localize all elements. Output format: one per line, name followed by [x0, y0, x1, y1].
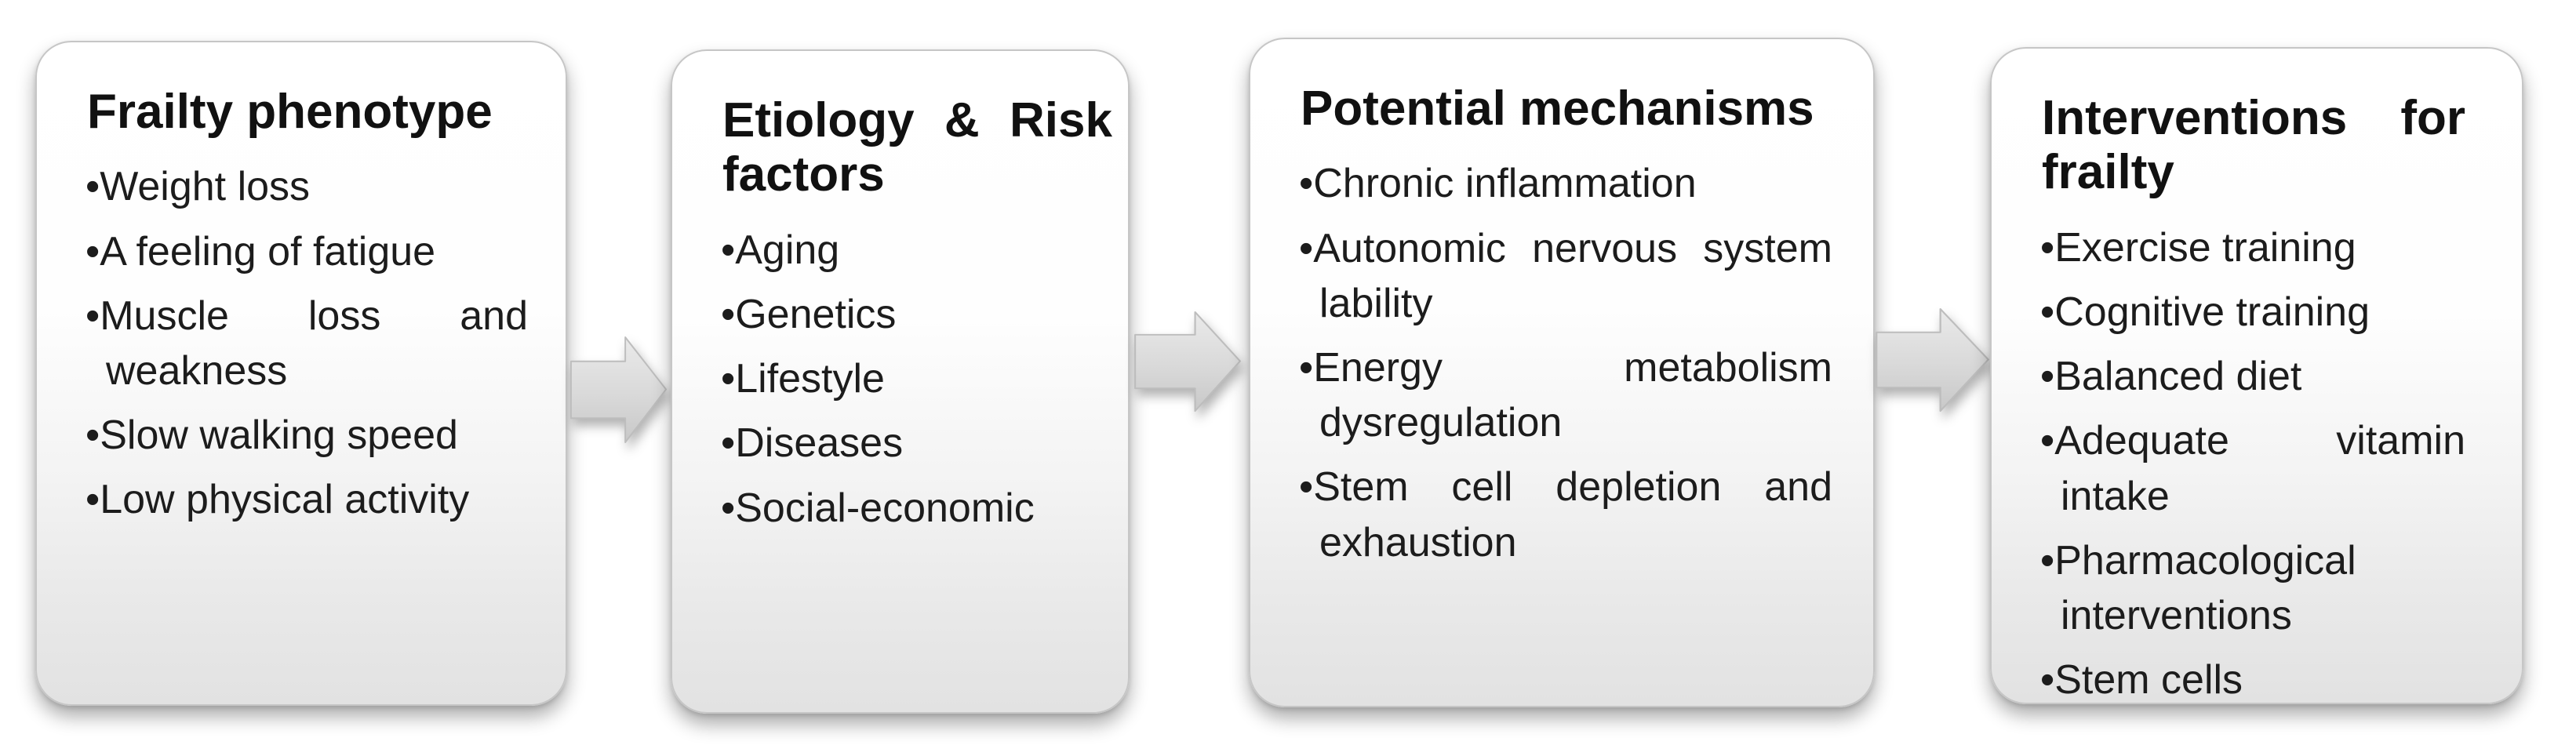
box-etiology-risk-factors: Etiology & Risk factors AgingGeneticsLif…	[671, 49, 1130, 714]
list-item: Energy metabolism dysregulation	[1313, 340, 1832, 450]
list-item-text: Autonomic nervous system lability	[1313, 225, 1832, 326]
list-item: Stem cells	[2054, 652, 2465, 707]
box-title: Frailty phenotype	[87, 85, 493, 139]
list-item-text: Lifestyle	[735, 356, 885, 402]
list-item: Adequate vitamin intake	[2054, 413, 2465, 523]
list-item-text: Adequate vitamin intake	[2054, 418, 2465, 519]
list-item-text: Muscle loss and weakness	[100, 293, 528, 394]
list-item: Genetics	[735, 287, 1112, 342]
list-item-text: Balanced diet	[2054, 354, 2302, 400]
list-item: Chronic inflammation	[1313, 156, 1832, 211]
list-item: Low physical activity	[100, 472, 528, 527]
list-item: Weight loss	[100, 159, 528, 214]
box-title: Interventions for frailty	[2042, 91, 2465, 200]
box-potential-mechanisms: Potential mechanisms Chronic inflammatio…	[1249, 38, 1875, 707]
list-item: A feeling of fatigue	[100, 224, 528, 279]
list-item-text: Pharmacological interventions	[2054, 537, 2356, 638]
list-item: Cognitive training	[2054, 285, 2465, 340]
list-item-text: Slow walking speed	[100, 413, 458, 459]
arrow-right-icon	[1133, 311, 1242, 413]
list-item: Balanced diet	[2054, 349, 2465, 404]
bullet-list: Exercise trainingCognitive trainingBalan…	[1992, 220, 2522, 708]
box-frailty-phenotype: Frailty phenotype Weight loss A feeling o…	[35, 41, 567, 706]
list-item-text: Energy metabolism dysregulation	[1313, 345, 1832, 446]
list-item-text: Diseases	[735, 420, 904, 467]
list-item-text: Social-economic	[735, 485, 1035, 531]
list-item-text: Low physical activity	[100, 477, 470, 523]
list-item-text: Cognitive training	[2054, 289, 2370, 336]
list-item-text: Chronic inflammation	[1313, 161, 1697, 207]
list-item-text: Weight loss	[100, 164, 311, 210]
arrow-right-icon	[569, 336, 668, 444]
list-item-text: Aging	[735, 227, 840, 273]
box-title: Potential mechanisms	[1301, 82, 1814, 136]
list-item-text: Stem cells	[2054, 657, 2243, 703]
list-item-text: Genetics	[735, 292, 897, 338]
list-item-text: A feeling of fatigue	[100, 228, 436, 274]
list-item: Exercise training	[2054, 220, 2465, 275]
arrow-right-icon	[1875, 307, 1990, 413]
bullet-list: Chronic inflammationAutonomic nervous sy…	[1250, 156, 1873, 569]
list-item: Diseases	[735, 416, 1112, 471]
bullet-list: Weight loss A feeling of fatigueMuscle lo…	[37, 159, 566, 527]
list-item-text: Stem cell depletion and exhaustion	[1313, 464, 1832, 565]
box-interventions-for-frailty: Interventions for frailty Exercise train…	[1990, 47, 2523, 704]
list-item: Autonomic nervous system lability	[1313, 221, 1832, 331]
list-item: Pharmacological interventions	[2054, 533, 2465, 643]
box-title: Etiology & Risk factors	[722, 93, 1112, 202]
list-item: Stem cell depletion and exhaustion	[1313, 460, 1832, 569]
list-item: Slow walking speed	[100, 408, 528, 463]
list-item: Muscle loss and weakness	[100, 289, 528, 398]
bullet-list: AgingGeneticsLifestyleDiseasesSocial-eco…	[672, 223, 1128, 536]
list-item: Social-economic	[735, 481, 1112, 536]
list-item-text: Exercise training	[2054, 224, 2356, 271]
list-item: Aging	[735, 223, 1112, 278]
list-item: Lifestyle	[735, 351, 1112, 406]
